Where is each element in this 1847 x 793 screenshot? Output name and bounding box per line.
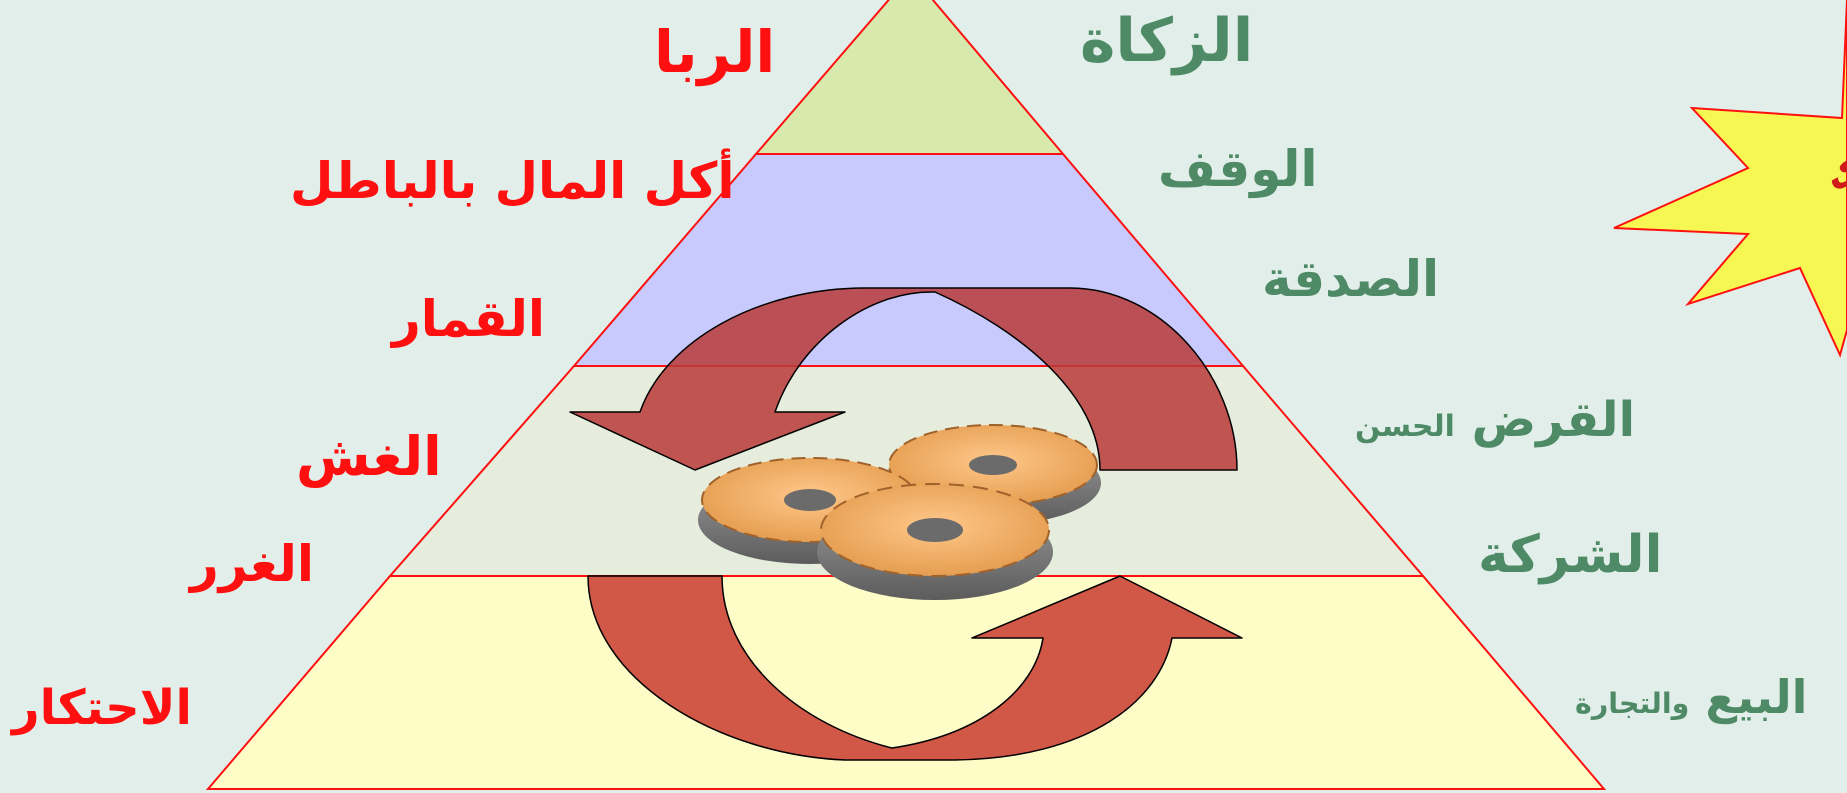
label-gharar: الغرر	[190, 535, 314, 593]
label-sharika: الشركة	[1478, 525, 1662, 585]
label-bay: البيع	[1705, 670, 1807, 724]
label-riba: الربا	[654, 18, 775, 86]
starburst-shape	[1614, 0, 1847, 355]
gear-front	[817, 484, 1053, 600]
label-zakat: الزكاة	[1080, 6, 1253, 76]
label-waqf: الوقف	[1158, 140, 1318, 198]
label-qard-hasan: القرض الحسن	[1355, 392, 1635, 448]
pyramid-tier-1	[756, 0, 1063, 154]
label-qimar: القمار	[392, 290, 545, 348]
label-sadaqa: الصدقة	[1262, 250, 1439, 308]
label-akl-mal-batil: أكل المال بالباطل	[290, 152, 734, 210]
label-ghish: الغش	[296, 425, 442, 488]
label-hasan: الحسن	[1355, 409, 1455, 444]
label-ihtikar: الاحتكار	[12, 680, 192, 736]
label-qard: القرض	[1472, 392, 1635, 448]
label-bay-tijara: البيع والتجارة	[1575, 670, 1807, 724]
label-tijara: والتجارة	[1575, 687, 1689, 720]
